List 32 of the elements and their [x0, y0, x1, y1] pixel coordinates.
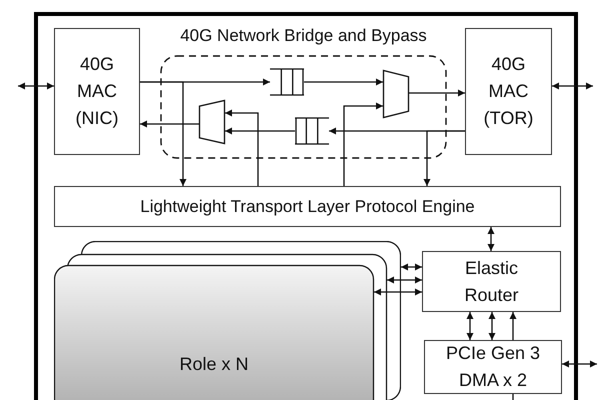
box-label: Role x N [178, 353, 250, 376]
box-label: Lightweight Transport Layer Protocol Engine [140, 196, 475, 218]
arrow [409, 90, 465, 96]
arrow [488, 227, 494, 251]
connector-line [512, 394, 514, 400]
arrow [225, 110, 259, 186]
arrow [343, 102, 383, 186]
arrow [140, 81, 186, 186]
process-box [465, 28, 552, 155]
arrow [140, 120, 199, 128]
arrow [488, 312, 496, 340]
box-label: 40G MAC (TOR) [482, 53, 534, 130]
box-label: PCIe Gen 3 DMA x 2 [444, 342, 542, 392]
arrow [225, 128, 295, 134]
process-box [54, 28, 140, 155]
arrow [387, 276, 422, 284]
arrow [552, 82, 593, 90]
arrow [510, 312, 516, 340]
arrow [424, 130, 465, 186]
process-box [424, 340, 562, 394]
arrow [304, 78, 383, 86]
arrow [466, 312, 474, 340]
process-box [54, 186, 561, 227]
arrow [562, 360, 597, 368]
board-frame [34, 12, 578, 400]
box-label: 40G MAC (NIC) [74, 53, 120, 130]
arrow [401, 264, 422, 270]
group-title: 40G Network Bridge and Bypass [179, 25, 428, 47]
process-box [422, 251, 561, 312]
arrow [374, 288, 422, 296]
arrow [18, 82, 54, 90]
box-label: Elastic Router [463, 256, 520, 306]
